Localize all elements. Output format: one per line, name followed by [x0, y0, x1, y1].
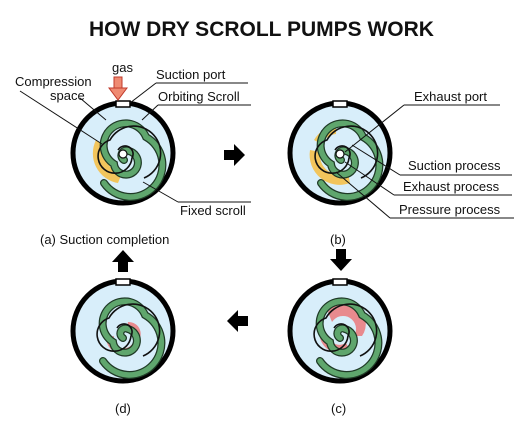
compression-leader-1 [19, 90, 103, 145]
center-port-a [118, 149, 128, 159]
fixed-scroll-b [314, 125, 379, 179]
suction-port-leader [129, 82, 157, 104]
gas-label: gas [112, 60, 133, 75]
panel-d-caption: (d) [115, 401, 131, 416]
fixed-scroll-leader [142, 181, 179, 203]
fixed-scroll-a [97, 125, 162, 179]
suction-port-b [332, 100, 348, 108]
suction-process-leader [351, 144, 401, 176]
pressure-process-leader [335, 171, 391, 219]
orbiting-scroll-label: Orbiting Scroll [158, 89, 240, 104]
arrow-right-a-to-b [224, 144, 245, 166]
panel-c [287, 278, 393, 384]
arrow-up-d-to-a [112, 250, 134, 272]
gas-inlet-arrow [108, 76, 128, 101]
exhaust-port-label: Exhaust port [414, 89, 487, 104]
panel-a-suction-completion [70, 100, 176, 206]
arrow-down-b-to-c [330, 249, 352, 271]
panel-c-caption: (c) [331, 401, 346, 416]
panel-b-caption: (b) [330, 232, 346, 247]
panel-d [70, 278, 176, 384]
panel-b [287, 100, 393, 206]
suction-port-d [115, 278, 131, 286]
fixed-scroll-c [313, 303, 378, 357]
compression-space-label-line2: space [50, 88, 85, 103]
fixed-scroll-d [96, 303, 161, 357]
exhaust-port-leader [344, 104, 405, 153]
pressure-process-label: Pressure process [399, 202, 501, 217]
arrow-left-c-to-d [227, 310, 248, 332]
exhaust-process-leader [344, 161, 395, 196]
suction-port-label: Suction port [156, 67, 226, 82]
suction-port-a [115, 100, 131, 108]
exhaust-port-b [335, 149, 345, 159]
panel-a-caption: (a) Suction completion [40, 232, 169, 247]
suction-port-c [332, 278, 348, 286]
compression-space-label-line1: Compression [15, 74, 92, 89]
compression-leader-2 [79, 97, 107, 121]
orbiting-scroll-leader [141, 104, 159, 121]
fixed-scroll-label: Fixed scroll [180, 203, 246, 218]
suction-process-label: Suction process [408, 158, 501, 173]
exhaust-process-label: Exhaust process [403, 179, 500, 194]
diagram-title: HOW DRY SCROLL PUMPS WORK [89, 18, 434, 41]
